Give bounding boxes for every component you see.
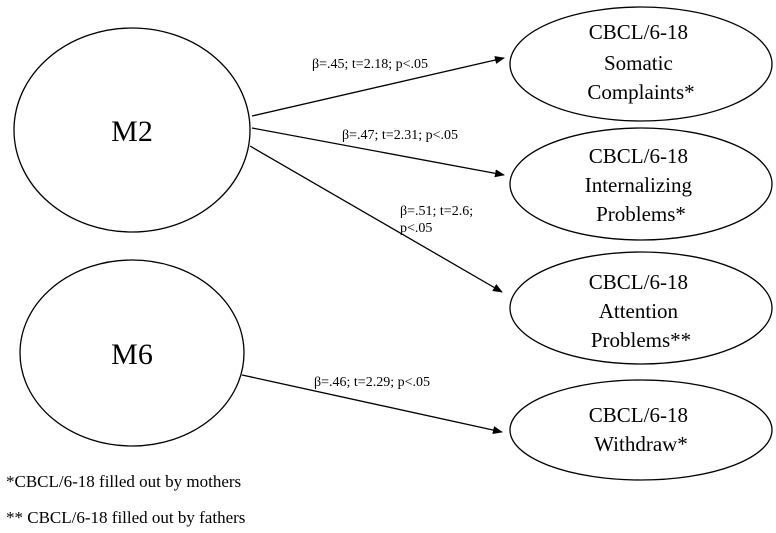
node-m2-ellipse	[13, 27, 251, 233]
node-somatic-ellipse	[509, 6, 773, 122]
edge-label-m6-withdraw: β=.46; t=2.29; p<.05	[314, 375, 430, 390]
edge-label-m2-internalizing: β=.47; t=2.31; p<.05	[342, 128, 458, 143]
node-internalizing-label: CBCL/6-18 Internalizing Problems*	[585, 144, 698, 226]
edge-m2-attention	[249, 145, 503, 293]
node-attention-label: CBCL/6-18 Attention Problems**	[589, 270, 693, 352]
edge-m2-internalizing	[251, 127, 505, 178]
node-internalizing: CBCL/6-18 Internalizing Problems*	[509, 127, 773, 241]
node-m6-label: M6	[111, 338, 153, 371]
node-withdraw: CBCL/6-18 Withdraw*	[509, 379, 773, 481]
edge-m2-somatic	[251, 56, 505, 117]
footnote-fathers: ** CBCL/6-18 filled out by fathers	[6, 508, 246, 527]
node-somatic-label: CBCL/6-18 Somatic Complaints*	[587, 20, 694, 104]
node-m2: M2	[13, 27, 251, 233]
node-withdraw-ellipse	[509, 379, 773, 481]
node-m2-label: M2	[111, 115, 153, 148]
edge-m6-withdraw	[241, 374, 503, 434]
node-internalizing-ellipse	[509, 127, 773, 241]
node-m6: M6	[19, 259, 245, 447]
node-somatic: CBCL/6-18 Somatic Complaints*	[509, 6, 773, 122]
node-withdraw-label: CBCL/6-18 Withdraw*	[589, 403, 693, 456]
edge-label-m2-somatic: β=.45; t=2.18; p<.05	[312, 57, 428, 72]
edges	[241, 56, 505, 434]
footnote-mothers: *CBCL/6-18 filled out by mothers	[6, 472, 242, 491]
edge-label-m2-attention: β=.51; t=2.6; p<.05	[400, 204, 477, 236]
node-attention: CBCL/6-18 Attention Problems**	[509, 251, 773, 365]
node-attention-ellipse	[509, 251, 773, 365]
node-m6-ellipse	[19, 259, 245, 447]
edge-labels: β=.45; t=2.18; p<.05 β=.47; t=2.31; p<.0…	[312, 57, 477, 390]
